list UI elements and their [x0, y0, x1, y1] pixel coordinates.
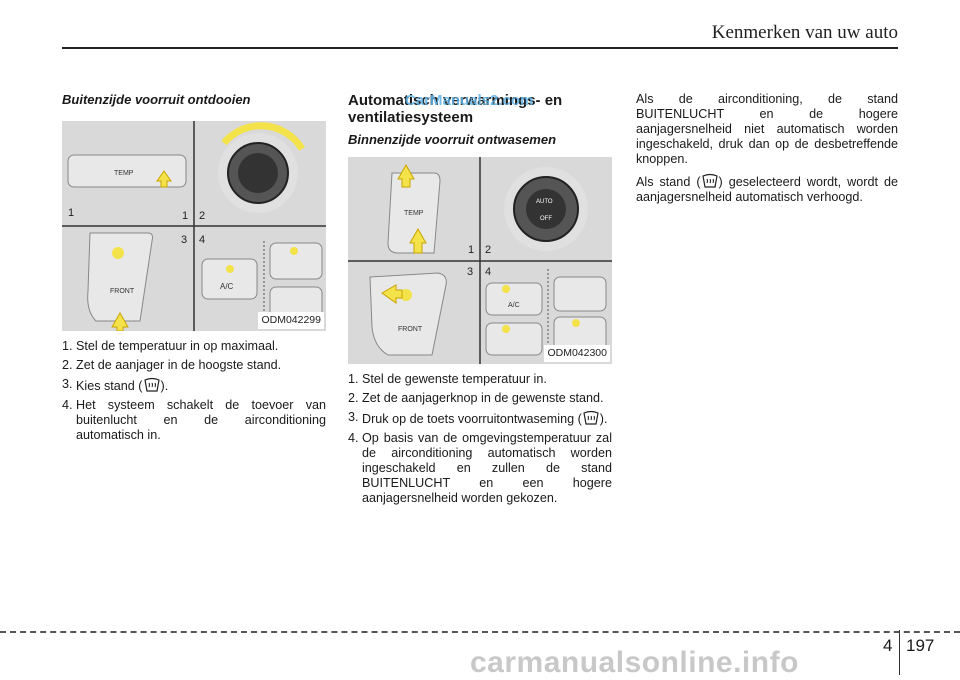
paragraph-fan-speed: Als stand () geselecteerd wordt, wordt d…: [636, 173, 898, 204]
column-left: Buitenzijde voorruit ontdooien TEMP 1 1 …: [62, 92, 326, 447]
controls-illustration: TEMP 1 1 2 3 4 FRONT A/C: [62, 121, 326, 332]
windshield-defrost-icon: [583, 410, 599, 425]
watermark-carmanuals2: CarManuals2.com: [405, 92, 534, 109]
list-item: 4.Het systeem schakelt de toevoer van bu…: [62, 398, 326, 442]
quadrant-4: 4: [199, 234, 205, 246]
page-header-title: Kenmerken van uw auto: [711, 22, 898, 43]
section-subtitle-inside-defog: Binnenzijde voorruit ontwasemen: [348, 132, 557, 147]
section-subtitle-outside-defrost: Buitenzijde voorruit ontdooien: [62, 92, 251, 107]
quadrant-2: 2: [485, 244, 491, 256]
chapter-number: 4: [883, 636, 893, 655]
column-right: Als de airconditioning, de stand BUITENL…: [636, 92, 898, 211]
figure-code: ODM042299: [258, 312, 324, 329]
windshield-defrost-icon: [701, 173, 718, 188]
section-title-auto-climate: Automatisch verwarmings- en ventilatiesy…: [348, 92, 563, 126]
list-item: 3. Druk op de toets voorruitontwaseming …: [348, 410, 608, 426]
list-item: 2.Zet de aanjager in de hoogste stand.: [62, 358, 282, 372]
figure-code: ODM042300: [544, 345, 610, 362]
figure-inside-defog: TEMP AUTO OFF 1 2 3 4 FRONT A/C: [348, 157, 612, 364]
quadrant-3: 3: [181, 234, 187, 246]
site-watermark: carmanualsonline.info: [470, 646, 799, 679]
off-label: OFF: [540, 216, 552, 222]
auto-label: AUTO: [536, 199, 553, 205]
list-item: 4.Op basis van de omgevingstemperatuur z…: [348, 431, 612, 505]
ac-label: A/C: [220, 282, 234, 291]
quadrant-4: 4: [485, 266, 491, 278]
page-number: 197: [906, 636, 935, 655]
ac-label: A/C: [508, 302, 520, 309]
quadrant-1: 1: [468, 244, 474, 256]
quadrant-3: 3: [467, 266, 473, 278]
figure-label-1: 1: [68, 207, 74, 219]
temp-label: TEMP: [114, 170, 134, 177]
figure-outside-defrost: TEMP 1 1 2 3 4 FRONT A/C: [62, 121, 326, 332]
header-rule: [62, 47, 898, 49]
list-item: 1.Stel de gewenste temperatuur in.: [348, 372, 547, 386]
footer-rule: [0, 631, 960, 633]
list-item: 2.Zet de aanjagerknop in de gewenste sta…: [348, 391, 604, 405]
front-label: FRONT: [110, 288, 135, 295]
steps-inside-defog: 1.Stel de gewenste temperatuur in. 2.Zet…: [348, 372, 612, 506]
steps-outside-defrost: 1.Stel de temperatuur in op maximaal. 2.…: [62, 339, 326, 443]
paragraph-manual-buttons: Als de airconditioning, de stand BUITENL…: [636, 92, 898, 166]
front-label: FRONT: [398, 326, 423, 333]
page-number-separator: [899, 630, 900, 675]
quadrant-2: 2: [199, 210, 205, 222]
column-middle: Automatisch verwarmings- en ventilatiesy…: [348, 92, 612, 510]
list-item: 1.Stel de temperatuur in op maximaal.: [62, 339, 279, 353]
list-item: 3. Kies stand ().: [62, 377, 169, 393]
quadrant-1: 1: [182, 210, 188, 222]
temp-label: TEMP: [404, 210, 424, 217]
windshield-defrost-icon: [143, 377, 160, 392]
controls-illustration: TEMP AUTO OFF 1 2 3 4 FRONT A/C: [348, 157, 612, 364]
